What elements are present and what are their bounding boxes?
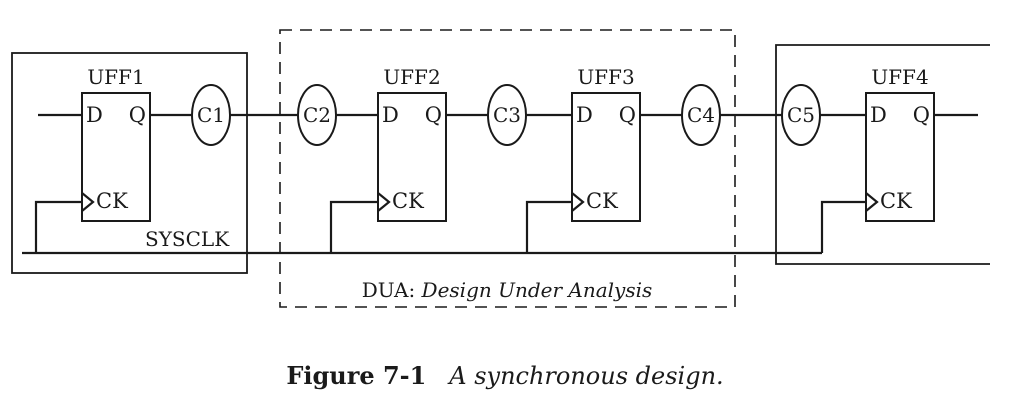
cloud-label: C5 (787, 103, 815, 127)
pin-q: Q (913, 103, 930, 127)
dua-prefix: DUA: (362, 278, 422, 302)
pin-ck: CK (96, 189, 128, 213)
cloud-ellipse (781, 84, 821, 146)
flip-flop-name: UFF2 (383, 65, 440, 89)
cloud-ellipse (487, 84, 527, 146)
cloud-c4: C4 (681, 84, 721, 146)
cloud-ellipse (681, 84, 721, 146)
cloud-label: C3 (493, 103, 521, 127)
clock-branch-uff4 (820, 200, 866, 253)
flip-flop-uff3: UFF3 D Q CK (571, 65, 641, 222)
pin-ck: CK (880, 189, 912, 213)
sysclk-label: SYSCLK (145, 227, 230, 251)
figure-caption-text: A synchronous design. (447, 362, 723, 390)
figure-caption: Figure 7-1 A synchronous design. (286, 361, 723, 390)
cloud-c5: C5 (781, 84, 821, 146)
caption-gap (426, 362, 449, 390)
flip-flop-body (865, 92, 935, 222)
pin-d: D (576, 103, 593, 127)
flip-flop-body (81, 92, 151, 222)
pin-ck: CK (586, 189, 618, 213)
cloud-c1: C1 (191, 84, 231, 146)
clock-triangle-icon (571, 192, 585, 212)
pin-q: Q (425, 103, 442, 127)
clock-triangle-icon (377, 192, 391, 212)
clock-branch-uff1 (34, 200, 82, 253)
pin-q: Q (129, 103, 146, 127)
flip-flop-uff2: UFF2 D Q CK (377, 65, 447, 222)
cloud-label: C2 (303, 103, 331, 127)
clock-triangle-icon (81, 192, 95, 212)
flip-flop-uff1: UFF1 D Q CK (81, 65, 151, 222)
cloud-c2: C2 (297, 84, 337, 146)
flip-flop-uff4: UFF4 D Q CK (865, 65, 935, 222)
right-design-box (775, 44, 990, 265)
clock-triangle-icon (865, 192, 879, 212)
cloud-ellipse (297, 84, 337, 146)
flip-flop-name: UFF1 (87, 65, 144, 89)
dua-box (279, 29, 736, 308)
cloud-c3: C3 (487, 84, 527, 146)
pin-d: D (870, 103, 887, 127)
figure-number: Figure 7-1 (286, 361, 426, 390)
flip-flop-name: UFF3 (577, 65, 634, 89)
dua-label: DUA: Design Under Analysis (362, 278, 653, 302)
pin-d: D (382, 103, 399, 127)
flip-flop-body (571, 92, 641, 222)
pin-ck: CK (392, 189, 424, 213)
cloud-label: C1 (197, 103, 225, 127)
cloud-ellipse (191, 84, 231, 146)
clock-branch-uff3 (525, 200, 572, 253)
dua-italic-text: Design Under Analysis (421, 278, 653, 302)
clock-branch-uff2 (329, 200, 378, 253)
left-design-box (11, 52, 248, 274)
flip-flop-name: UFF4 (871, 65, 928, 89)
pin-d: D (86, 103, 103, 127)
flip-flop-body (377, 92, 447, 222)
pin-q: Q (619, 103, 636, 127)
cloud-label: C4 (687, 103, 715, 127)
